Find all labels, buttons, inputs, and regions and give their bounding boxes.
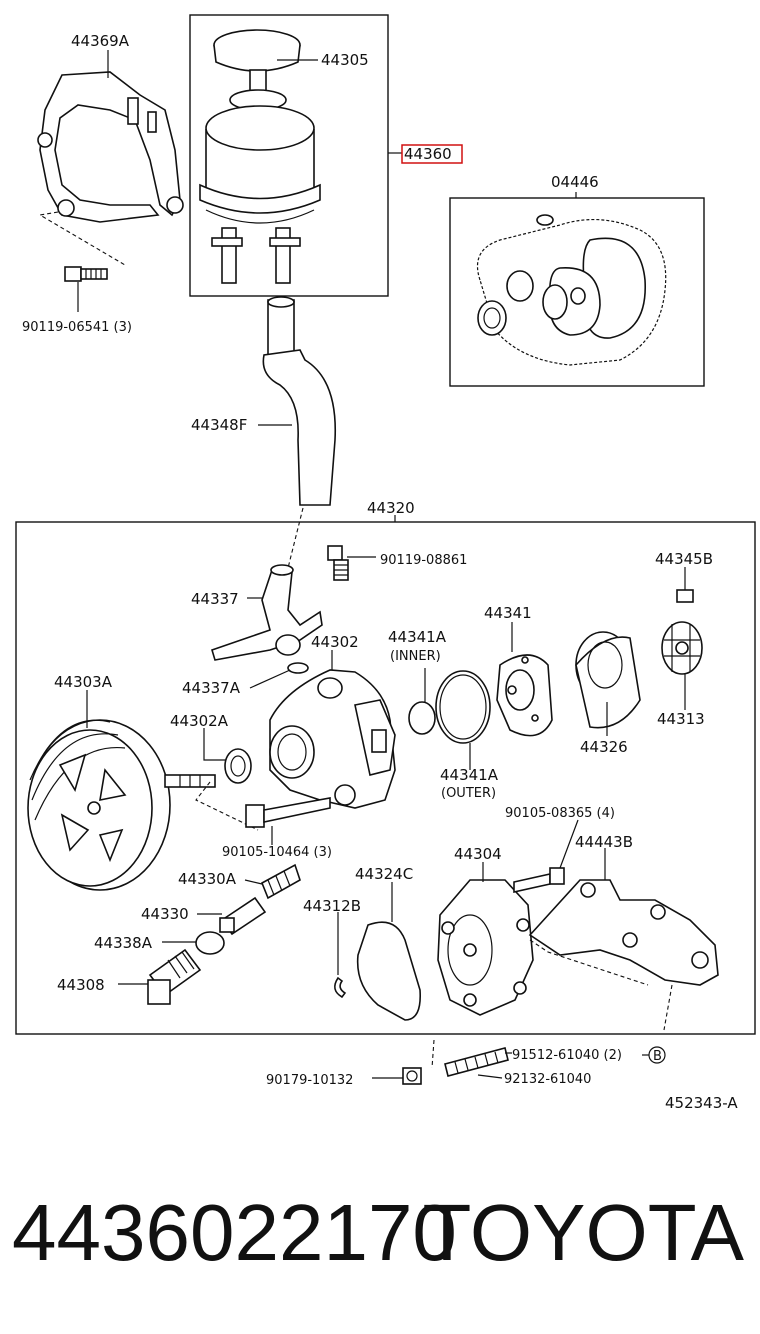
label-44320: 44320: [367, 499, 415, 517]
label-44338A: 44338A: [94, 934, 153, 952]
label-44330: 44330: [141, 905, 189, 923]
label-44360: 44360: [404, 145, 452, 163]
ring-44326-drawing: [575, 631, 641, 729]
highlight-box-44360: [401, 144, 463, 164]
label-44302A: 44302A: [170, 712, 229, 730]
label-90179-10132: 90179-10132: [266, 1073, 353, 1088]
key-44345B-drawing: [676, 589, 694, 603]
gasket-kit-frame: [449, 197, 705, 387]
seal-44302A-drawing: [224, 748, 252, 784]
gasket-44324C-drawing: [356, 921, 422, 1021]
pulley-44303A-drawing: [27, 719, 216, 891]
label-04446: 04446: [551, 173, 599, 191]
oring-outer-drawing: [435, 670, 491, 744]
label-44443B: 44443B: [575, 833, 633, 851]
diagram-code: 452343-A: [665, 1094, 738, 1112]
pump-body-44302-drawing: [269, 669, 396, 809]
bracket-44369A-drawing: [37, 71, 184, 223]
label-44341A-outer: 44341A: [440, 766, 499, 784]
spring-44330A-drawing: [260, 863, 301, 900]
label-91512-61040: 91512-61040 (2): [512, 1048, 622, 1063]
label-44308: 44308: [57, 976, 105, 994]
label-92132-61040: 92132-61040: [504, 1072, 591, 1087]
label-44304: 44304: [454, 845, 502, 863]
rotor-44313-drawing: [661, 621, 703, 675]
hose-44348F-drawing: [262, 296, 337, 506]
part-number: 4436022170: [12, 1188, 457, 1277]
label-44341A-inner-note: (INNER): [390, 649, 441, 664]
nut-9017910132-drawing: [402, 1067, 422, 1085]
label-44369A: 44369A: [71, 32, 130, 50]
label-44341A-outer-note: (OUTER): [441, 786, 496, 801]
clip-44312B-drawing: [334, 976, 347, 999]
bolt-9010510464-drawing: [245, 797, 331, 828]
union-44337-drawing: [211, 564, 323, 674]
label-44303A: 44303A: [54, 673, 113, 691]
label-44302: 44302: [311, 633, 359, 651]
bracket-44443B-drawing: [528, 879, 719, 986]
label-44330A: 44330A: [178, 870, 237, 888]
pump-assembly-frame: [15, 521, 756, 1035]
label-44305: 44305: [321, 51, 369, 69]
label-90105-08365: 90105-08365 (4): [505, 806, 615, 821]
bolt-9010508365-drawing: [513, 867, 565, 893]
bolt-9011908861-drawing: [327, 545, 349, 581]
oring-inner-drawing: [408, 701, 436, 735]
label-44324C: 44324C: [355, 865, 413, 883]
reservoir-drawing: [199, 29, 321, 284]
gasket-kit-drawing: [476, 214, 667, 366]
label-90105-10464: 90105-10464 (3): [222, 845, 332, 860]
label-44337A: 44337A: [182, 679, 241, 697]
oring-44338A-drawing: [195, 931, 225, 955]
label-44312B: 44312B: [303, 897, 361, 915]
label-44341A-inner: 44341A: [388, 628, 447, 646]
parts-diagram: 44369A 44305 44360 04446 90119-06541 (3)…: [15, 14, 756, 1112]
plug-44308-drawing: [147, 948, 202, 1005]
label-90119-08861: 90119-08861: [380, 553, 467, 568]
bolt-9011906541-drawing: [64, 266, 108, 282]
cover-44304-drawing: [437, 879, 534, 1016]
label-44337: 44337: [191, 590, 239, 608]
reservoir-frame: [189, 14, 389, 297]
cam-ring-44341-drawing: [496, 654, 553, 737]
label-44326: 44326: [580, 738, 628, 756]
label-44345B: 44345B: [655, 550, 713, 568]
stud-9213261040-drawing: [444, 1047, 509, 1077]
label-44341: 44341: [484, 604, 532, 622]
label-90119-06541: 90119-06541 (3): [22, 320, 132, 335]
label-44348F: 44348F: [191, 416, 247, 434]
brand-name: TOYOTA: [422, 1188, 744, 1277]
label-ref-b: B: [653, 1049, 662, 1064]
label-44313: 44313: [657, 710, 705, 728]
valve-44330-drawing: [219, 896, 267, 936]
